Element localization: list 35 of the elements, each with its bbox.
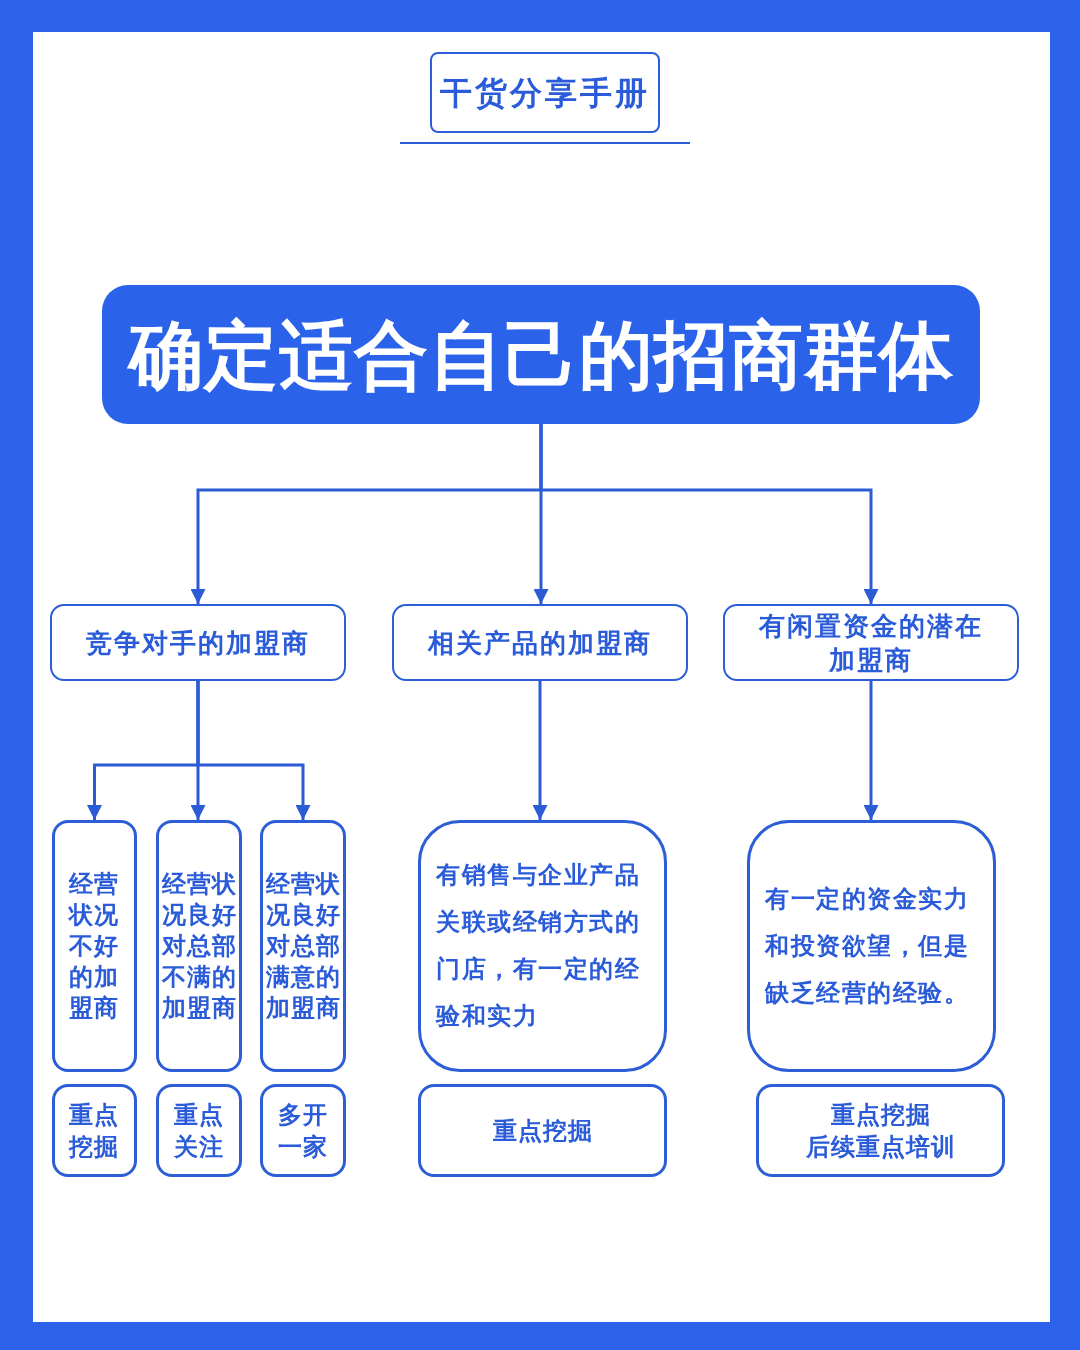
arrow [532, 681, 548, 820]
action-box [756, 1084, 1005, 1177]
arrow [539, 424, 879, 604]
action-box [418, 1084, 667, 1177]
category-box [392, 604, 688, 681]
header-label: 干货分享手册 [440, 72, 650, 113]
arrow [196, 681, 311, 820]
category-label: 竞争对手的加盟商 [86, 626, 310, 660]
description-text: 有一定的资金实力和投资欲望，但是缺乏经营的经验。 [765, 883, 971, 1009]
description-box [418, 820, 667, 1072]
category-label: 有闲置资金的潜在加盟商 [757, 609, 984, 677]
action-label: 重点挖掘 [830, 1099, 931, 1131]
action-label: 多开一家 [277, 1099, 329, 1163]
action-label: 重点挖掘 [492, 1115, 593, 1147]
header-box [430, 52, 660, 133]
banner-title: 确定适合自己的招商群体 [128, 310, 954, 400]
action-label: 重点挖掘 [67, 1099, 121, 1163]
action-box [260, 1084, 346, 1177]
subgroup-box [156, 820, 242, 1072]
action-box [156, 1084, 242, 1177]
description-text: 有销售与企业产品关联或经销方式的门店，有一定的经验和实力 [436, 860, 642, 1032]
action-label: 重点关注 [173, 1099, 225, 1163]
subgroup-label: 经营状况良好对总部不满的加盟商 [160, 868, 238, 1024]
subgroup-label: 经营状况良好对总部满意的加盟商 [264, 868, 342, 1024]
title-banner [102, 285, 980, 424]
category-box [50, 604, 346, 681]
description-box [747, 820, 996, 1072]
action-label: 后续重点培训 [805, 1131, 956, 1163]
action-box [52, 1084, 137, 1177]
category-label: 相关产品的加盟商 [428, 626, 652, 660]
subgroup-box [52, 820, 137, 1072]
category-box [723, 604, 1019, 681]
subgroup-label: 经营状况不好的加盟商 [67, 868, 121, 1024]
arrow [863, 681, 879, 820]
subgroup-box [260, 820, 346, 1072]
